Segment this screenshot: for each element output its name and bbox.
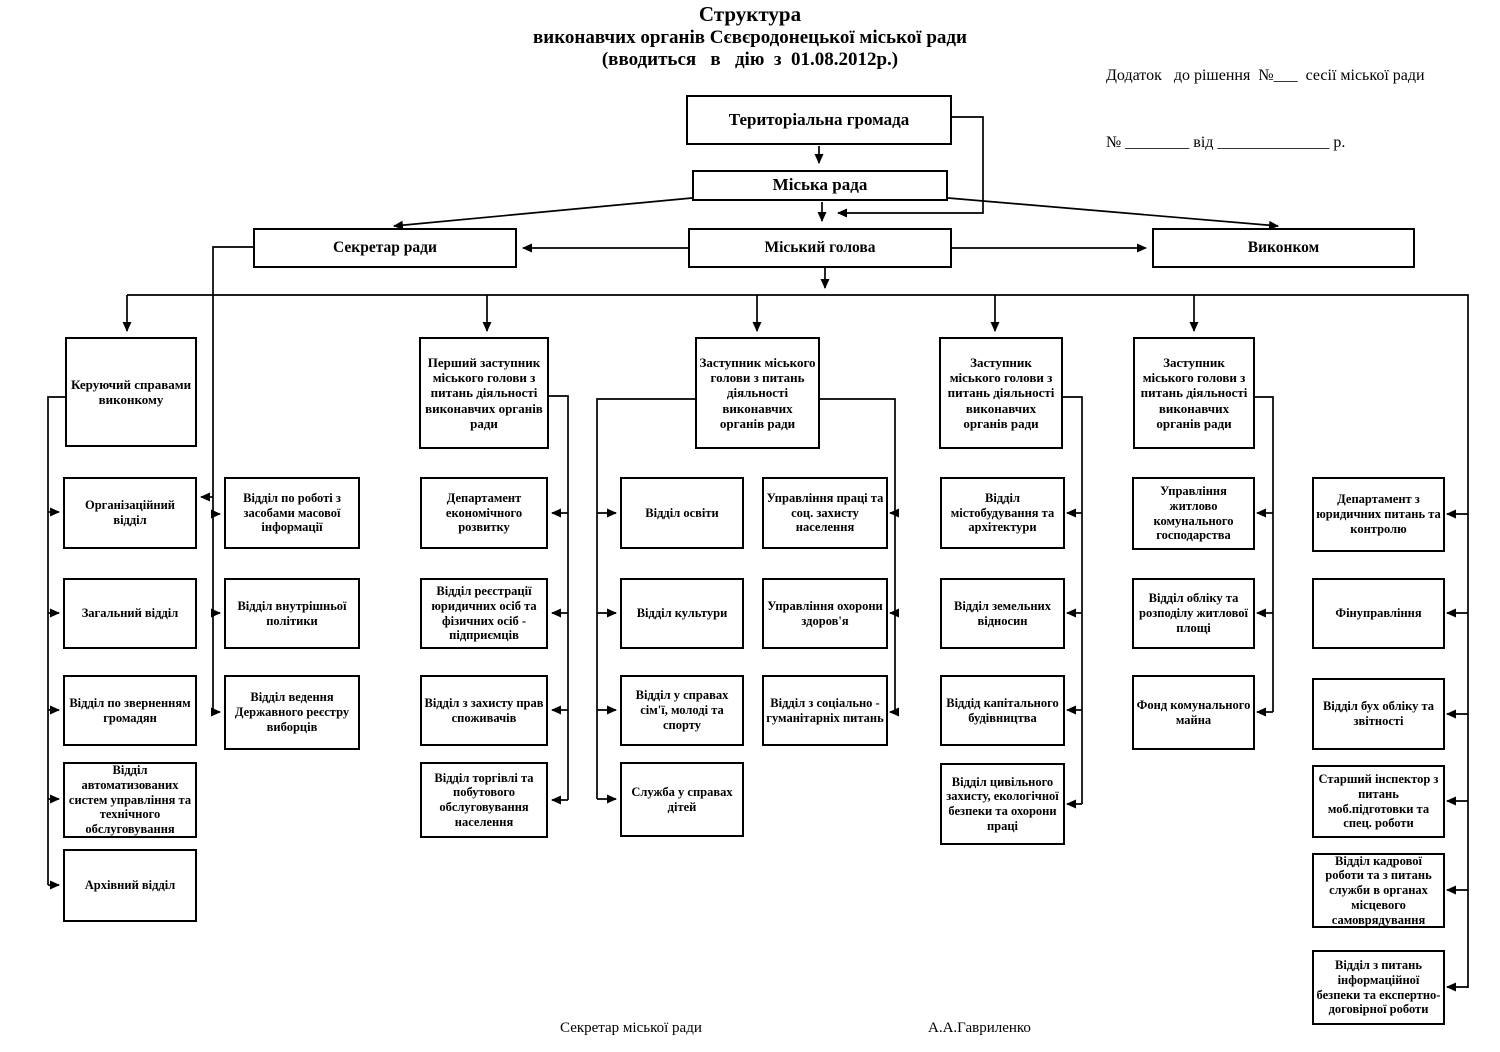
org-unit-box: Відділ цивільного захисту, екологічної б… (940, 763, 1065, 845)
appendix-note: Додаток до рішення №___ сесії міської ра… (1106, 20, 1496, 199)
box-head-first-deputy: Перший заступник міського голови з питан… (419, 337, 549, 449)
appendix-note-line-2: № ________ від ______________ р. (1106, 133, 1346, 151)
org-unit-box: Відділ кадрової роботи та з питань служб… (1312, 853, 1445, 928)
office-manager-branch (47, 396, 65, 890)
org-unit-box: Відділ по роботі з засобами масової інфо… (224, 477, 360, 549)
box-city-council: Міська рада (692, 170, 948, 201)
org-unit-box: Відділ торгівлі та побутового обслуговув… (420, 762, 548, 838)
org-unit-box: Організаційний відділ (63, 477, 197, 549)
org-unit-box: Відділ містобудування та архітектури (940, 477, 1065, 549)
org-unit-box: Департамент з юридичних питань та контро… (1312, 477, 1445, 552)
trunk-connectors (122, 294, 1469, 988)
org-unit-box: Архівний відділ (63, 849, 197, 922)
org-unit-box: Відділ обліку та розподілу житлової площ… (1132, 578, 1255, 649)
secretary-branch (200, 246, 253, 717)
org-unit-box: Відділ культури (620, 578, 744, 649)
deputy2-right-branch (820, 398, 899, 717)
page-title: Структура виконавчих органів Сєвєродонец… (400, 2, 1100, 71)
appendix-note-line-1: Додаток до рішення №___ сесії міської ра… (1106, 66, 1425, 84)
title-line-1: Структура (698, 2, 802, 26)
org-unit-box: Департамент економічного розвитку (420, 477, 548, 549)
org-unit-box: Старший інспектор з питань моб.підготовк… (1312, 765, 1445, 838)
org-unit-box: Відділ бух обліку та звітності (1312, 678, 1445, 750)
box-council-secretary: Секретар ради (253, 228, 517, 268)
deputy2-left-branch (596, 398, 695, 804)
deputy3-branch (1063, 396, 1083, 809)
deputy4-branch (1255, 396, 1274, 717)
org-unit-box: Відділ з захисту прав споживачів (420, 675, 548, 746)
signature-name: А.А.Гавриленко (928, 1020, 1031, 1036)
box-territorial-community: Територіальна громада (686, 95, 952, 145)
org-unit-box: Фінуправління (1312, 578, 1445, 649)
org-unit-box: Управління житлово комунального господар… (1132, 477, 1255, 550)
org-unit-box: Відділ ведення Державного реєстру виборц… (224, 675, 360, 750)
box-executive-committee: Виконком (1152, 228, 1415, 268)
org-unit-box: Загальний відділ (63, 578, 197, 649)
org-unit-box: Відділ у справах сім'ї, молоді та спорту (620, 675, 744, 746)
org-unit-box: Управління праці та соц. захисту населен… (762, 477, 888, 549)
org-unit-box: Служба у справах дітей (620, 762, 744, 837)
org-unit-box: Відділ автоматизованих систем управління… (63, 762, 197, 838)
org-unit-box: Віддід капітального будівництва (940, 675, 1065, 746)
org-unit-box: Фонд комунального майна (1132, 675, 1255, 750)
org-unit-box: Управління охорони здоров'я (762, 578, 888, 649)
title-line-2: виконавчих органів Сєвєродонецької міськ… (533, 27, 967, 48)
mayor-direct-branch (1446, 509, 1468, 992)
org-unit-box: Відділ реєстрації юридичних осіб та фізи… (420, 578, 548, 649)
org-unit-box: Відділ освіти (620, 477, 744, 549)
org-unit-box: Відділ по зверненням громадян (63, 675, 197, 746)
box-head-deputy-3: Заступник міського голови з питань діяль… (939, 337, 1063, 449)
org-unit-box: Відділ земельних відносин (940, 578, 1065, 649)
top-level-connectors (393, 116, 1279, 289)
org-unit-box: Відділ з соціально - гуманітарніх питань (762, 675, 888, 746)
title-line-3: (вводиться в дію з 01.08.2012р.) (601, 49, 899, 70)
box-mayor: Міський голова (688, 228, 952, 268)
box-head-deputy-4: Заступник міського голови з питань діяль… (1133, 337, 1255, 449)
org-unit-box: Відділ з питань інформаційної безпеки та… (1312, 950, 1445, 1025)
signature-role: Секретар міської ради (560, 1020, 702, 1036)
first-deputy-branch (549, 395, 569, 805)
box-head-deputy-2: Заступник міського голови з питань діяль… (695, 337, 820, 449)
org-unit-box: Відділ внутрішньої політики (224, 578, 360, 649)
box-head-office-manager: Керуючий справами виконкому (65, 337, 197, 447)
